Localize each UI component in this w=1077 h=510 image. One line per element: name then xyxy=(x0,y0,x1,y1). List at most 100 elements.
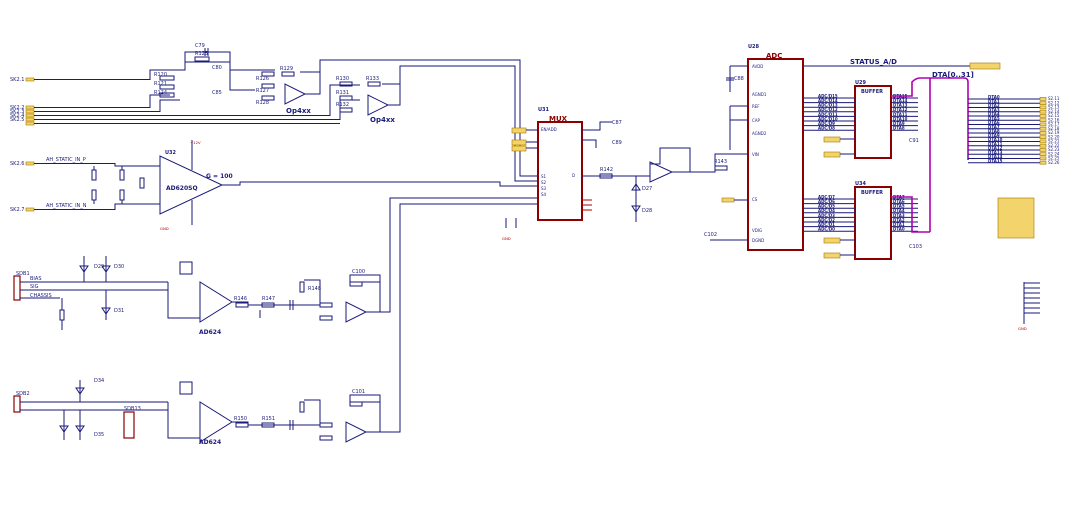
svg-text:+12V: +12V xyxy=(190,140,201,145)
bus-connector-pin xyxy=(1039,97,1047,101)
right-connector-group-1 xyxy=(997,197,1035,239)
cap-label-7: C89 xyxy=(612,140,622,146)
bus-pin-label: S2.26 xyxy=(1048,160,1060,165)
bus-net-label: DTA8 xyxy=(988,129,1000,134)
bus-pin-label: S2.13 xyxy=(1048,105,1060,110)
res-label-7: R128 xyxy=(256,100,269,106)
mux-name: MUX xyxy=(549,115,568,123)
res-label-11: R132 xyxy=(336,102,349,108)
ad624-a-name: AD624 xyxy=(199,329,221,336)
top-input-wires xyxy=(34,51,360,124)
sk-label-2: SK2.2 xyxy=(10,105,24,111)
buffer-out-label: DTA11 xyxy=(893,112,908,117)
u29-ref: U29 xyxy=(855,80,867,86)
res-label-15: R148 xyxy=(308,286,321,292)
cap-label-5: C101 xyxy=(352,389,365,395)
sk-label-3: SK2.3 xyxy=(10,109,24,115)
adc-chip: ADC U28 AVDD AGND1 REF CAP AGND2 VIN CS … xyxy=(704,44,1001,251)
bus-net-label: DTA4 xyxy=(988,112,1000,117)
bus-connector-pin xyxy=(1039,148,1047,152)
bus-connector-pin xyxy=(1039,135,1047,139)
svg-text:CHASSIS: CHASSIS xyxy=(30,293,52,299)
adc-data-pin-label: ADC/D3 xyxy=(818,213,835,218)
bus-connector-pin xyxy=(1039,109,1047,114)
opamp-2-name: Op4xx xyxy=(370,116,395,124)
adc-data-pin-label: ADC/D4 xyxy=(818,208,835,213)
ad620-ref: U32 xyxy=(165,150,177,156)
bus-connector-pin xyxy=(1039,126,1047,131)
res-label-4: R125 xyxy=(195,51,208,57)
bus-net-label: DTA1 xyxy=(988,99,1000,104)
buffer-out-label: DTA4 xyxy=(893,208,905,213)
cap-label-3: C85 xyxy=(212,90,222,96)
adc-data-pin-label: ADC/D10 xyxy=(818,116,838,121)
bus-pin-label: S2.15 xyxy=(1048,113,1060,118)
svg-text:CAP: CAP xyxy=(752,118,761,123)
diode-label-6: D27 xyxy=(642,186,652,192)
buffer-out-label: DTA3 xyxy=(893,213,905,218)
adc-data-pin-label: ADC/D11 xyxy=(818,112,838,117)
buffer-u29: U29 BUFFER C91 xyxy=(823,80,919,159)
adc-data-pin-label: ADC/D13 xyxy=(818,103,838,108)
diode-label-1: D29 xyxy=(94,264,104,270)
svg-text:S3: S3 xyxy=(541,186,547,191)
data-bus: DTA[0..31] xyxy=(891,71,974,233)
u34-name: BUFFER xyxy=(861,190,883,196)
adc-data-pin-label: ADC/D2 xyxy=(818,217,835,222)
bus-net-label: DTA14 xyxy=(988,154,1003,159)
res-label-12: R133 xyxy=(366,76,379,82)
diode-label-3: D31 xyxy=(114,308,124,314)
bus-pin-label: S2.12 xyxy=(1048,100,1060,105)
adc-name: ADC xyxy=(766,52,782,60)
ad624-a-section: SDB1 BIAS SIG CHASSIS D29 D30 D31 AD624 … xyxy=(13,197,538,336)
adc-data-pin-label: ADC/D14 xyxy=(818,98,838,103)
bus-connector-pin xyxy=(1039,131,1047,135)
svg-text:BIAS: BIAS xyxy=(30,276,42,282)
buffer-out-label: DTA9 xyxy=(893,121,905,126)
adc-data-pin-label: ADC/D6 xyxy=(818,199,835,204)
bus-pin-label: S2.17 xyxy=(1048,122,1060,127)
bus-pin-label: S2.16 xyxy=(1048,117,1060,122)
res-label-5: R126 xyxy=(256,76,269,82)
adc-data-pin-label: ADC/D8 xyxy=(818,126,835,131)
res-label-10: R131 xyxy=(336,90,349,96)
buffer-out-label: DTA0 xyxy=(893,227,905,232)
static-p-label: AH_STATIC_IN_P xyxy=(46,157,86,163)
opamp-1-name: Op4xx xyxy=(286,107,311,115)
input-connector-top: SK2.1 SK2.2 SK2.3 SK2.4 SK2.5 SK2.6 SK2.… xyxy=(10,77,35,213)
cap-label-1: C79 xyxy=(195,43,205,49)
ad624-b-section: SDB2 D34 D35 SDB13 AD624 R150 R151 C101 xyxy=(13,203,538,446)
diode-label-4: D34 xyxy=(94,378,104,384)
buffer-out-label: DTA8 xyxy=(893,126,905,131)
bus-net-label: DTA0 xyxy=(988,95,1000,100)
buffer-out-label: DTA14 xyxy=(893,98,908,103)
adc-data-pin-label: ADC/D5 xyxy=(818,204,835,209)
bus-net-label: DTA3 xyxy=(988,107,1000,112)
mux-chip: MUX U31 EN/ADD S1 S2 S3 S4 D C87 C89 GND xyxy=(502,107,640,241)
buffer-out-label: DTA2 xyxy=(893,217,905,222)
svg-text:SDB13: SDB13 xyxy=(124,406,141,412)
bus-pin-label: S2.19 xyxy=(1048,130,1060,135)
bus-net-label: DTA9 xyxy=(988,133,1000,138)
svg-text:AVDD: AVDD xyxy=(752,64,763,69)
svg-text:GND: GND xyxy=(1018,326,1027,331)
svg-text:S1: S1 xyxy=(541,174,547,179)
bus-connector-pin xyxy=(1039,152,1047,156)
ad620-name: AD620SQ xyxy=(166,185,198,192)
svg-text:VDIG: VDIG xyxy=(752,228,762,233)
cap-label-8: C88 xyxy=(734,76,744,82)
bus-net-label: DTA12 xyxy=(988,146,1003,151)
ad620-input-wires: AH_STATIC_IN_P AH_STATIC_IN_N xyxy=(34,157,160,210)
adc-data-pin-label: ADC/D15 xyxy=(818,93,838,98)
svg-text:SIG: SIG xyxy=(30,284,39,290)
mux-ref: U31 xyxy=(538,107,550,113)
status-net-label: STATUS_A/D xyxy=(850,58,897,66)
svg-text:D: D xyxy=(572,173,575,178)
cap-label-2: C80 xyxy=(212,65,222,71)
svg-text:GND: GND xyxy=(160,226,169,231)
res-label-3: R124 xyxy=(154,90,167,96)
res-label-19: R143 xyxy=(714,159,727,165)
svg-text:EN/ADD: EN/ADD xyxy=(541,127,557,132)
buffer-out-label: DTA1 xyxy=(893,222,905,227)
bus-connector-pin xyxy=(1039,139,1047,144)
